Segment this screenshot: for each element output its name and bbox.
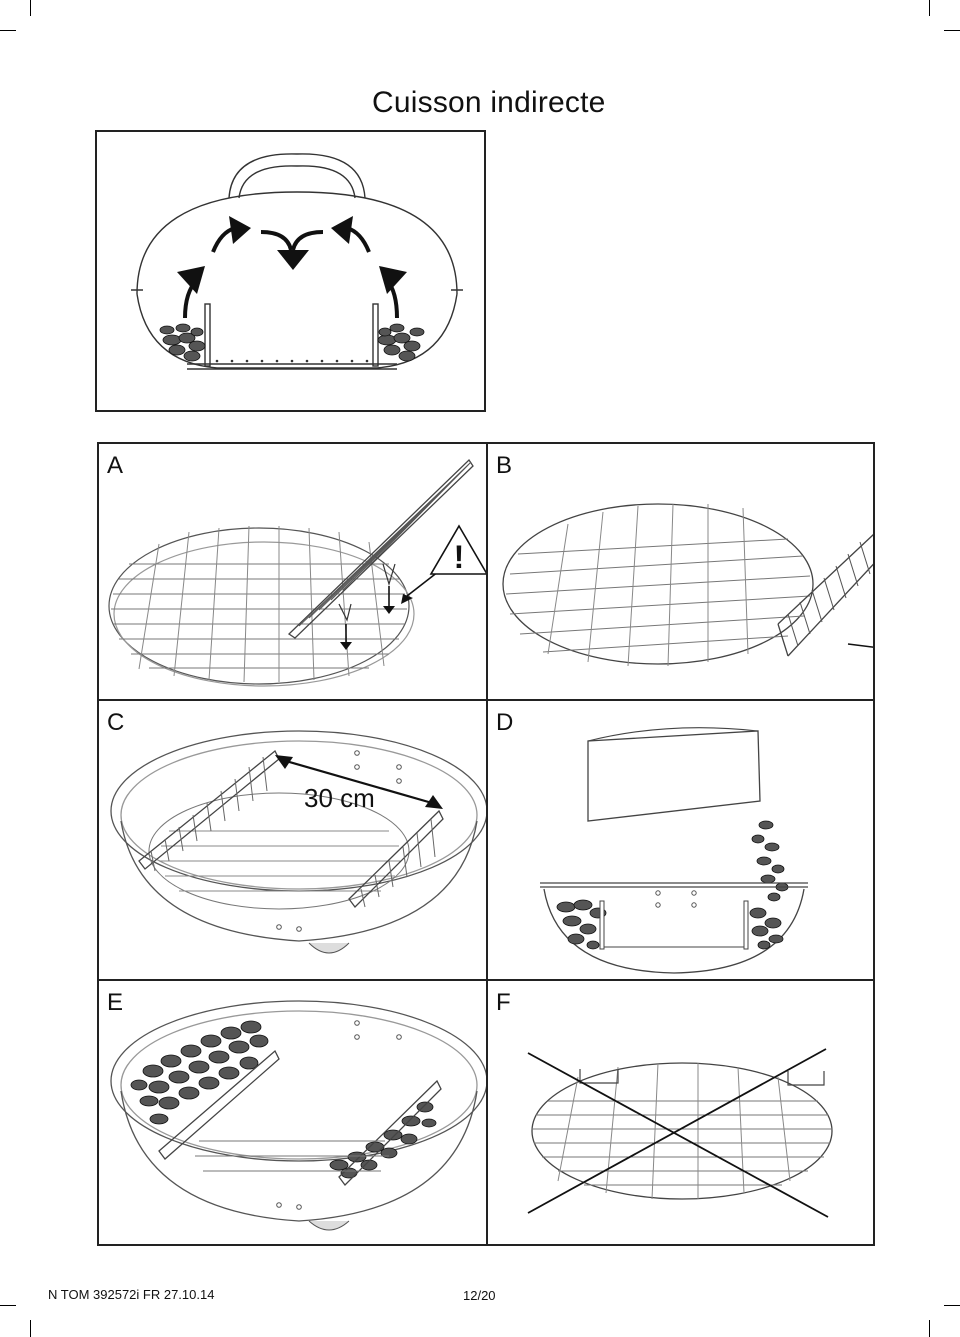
panel-d: D	[488, 701, 873, 979]
panel-c: C 30 cm	[99, 701, 486, 979]
distance-label: 30 cm	[304, 783, 375, 813]
warning-exclamation: !	[454, 539, 465, 575]
crop-mark	[944, 1305, 960, 1306]
kettle-with-baskets-drawing	[110, 730, 486, 954]
page-title: Cuisson indirecte	[372, 86, 606, 119]
crop-mark	[30, 1320, 31, 1337]
grill-grate-insert-drawing	[108, 458, 474, 687]
grid-divider	[99, 979, 873, 981]
panel-label: F	[496, 989, 511, 1016]
panel-label: D	[496, 709, 514, 736]
panel-f: F	[488, 981, 873, 1244]
charcoal-pour-drawing	[540, 727, 808, 974]
crop-mark	[0, 1305, 16, 1306]
panel-label: B	[496, 452, 513, 479]
crop-mark	[30, 0, 31, 16]
grill-airflow-drawing	[131, 153, 463, 370]
steps-grid: ! A	[97, 442, 875, 1246]
panel-label: A	[107, 452, 124, 479]
grid-divider	[99, 699, 873, 701]
crop-mark	[929, 0, 930, 16]
warning-triangle-icon: !	[429, 524, 486, 575]
overview-illustration	[95, 130, 486, 412]
charcoal-bag	[587, 730, 761, 822]
grid-divider	[486, 444, 488, 1244]
panel-e: E	[99, 981, 486, 1244]
page-number: 12/20	[463, 1288, 496, 1303]
crop-mark	[929, 1320, 930, 1337]
crossed-out-grate-drawing	[527, 1048, 833, 1218]
panel-b: B	[488, 444, 873, 699]
cross-out-mark	[527, 1048, 829, 1218]
crop-mark	[0, 30, 16, 31]
panel-label: C	[107, 709, 125, 736]
panel-a: ! A	[99, 444, 486, 699]
grill-grate-hinged-drawing	[502, 503, 873, 667]
document-reference: N TOM 392572i FR 27.10.14	[48, 1287, 215, 1302]
crop-mark	[944, 30, 960, 31]
panel-label: E	[107, 989, 124, 1016]
distance-arrow	[278, 757, 440, 807]
kettle-with-charcoal-drawing	[110, 1000, 486, 1231]
